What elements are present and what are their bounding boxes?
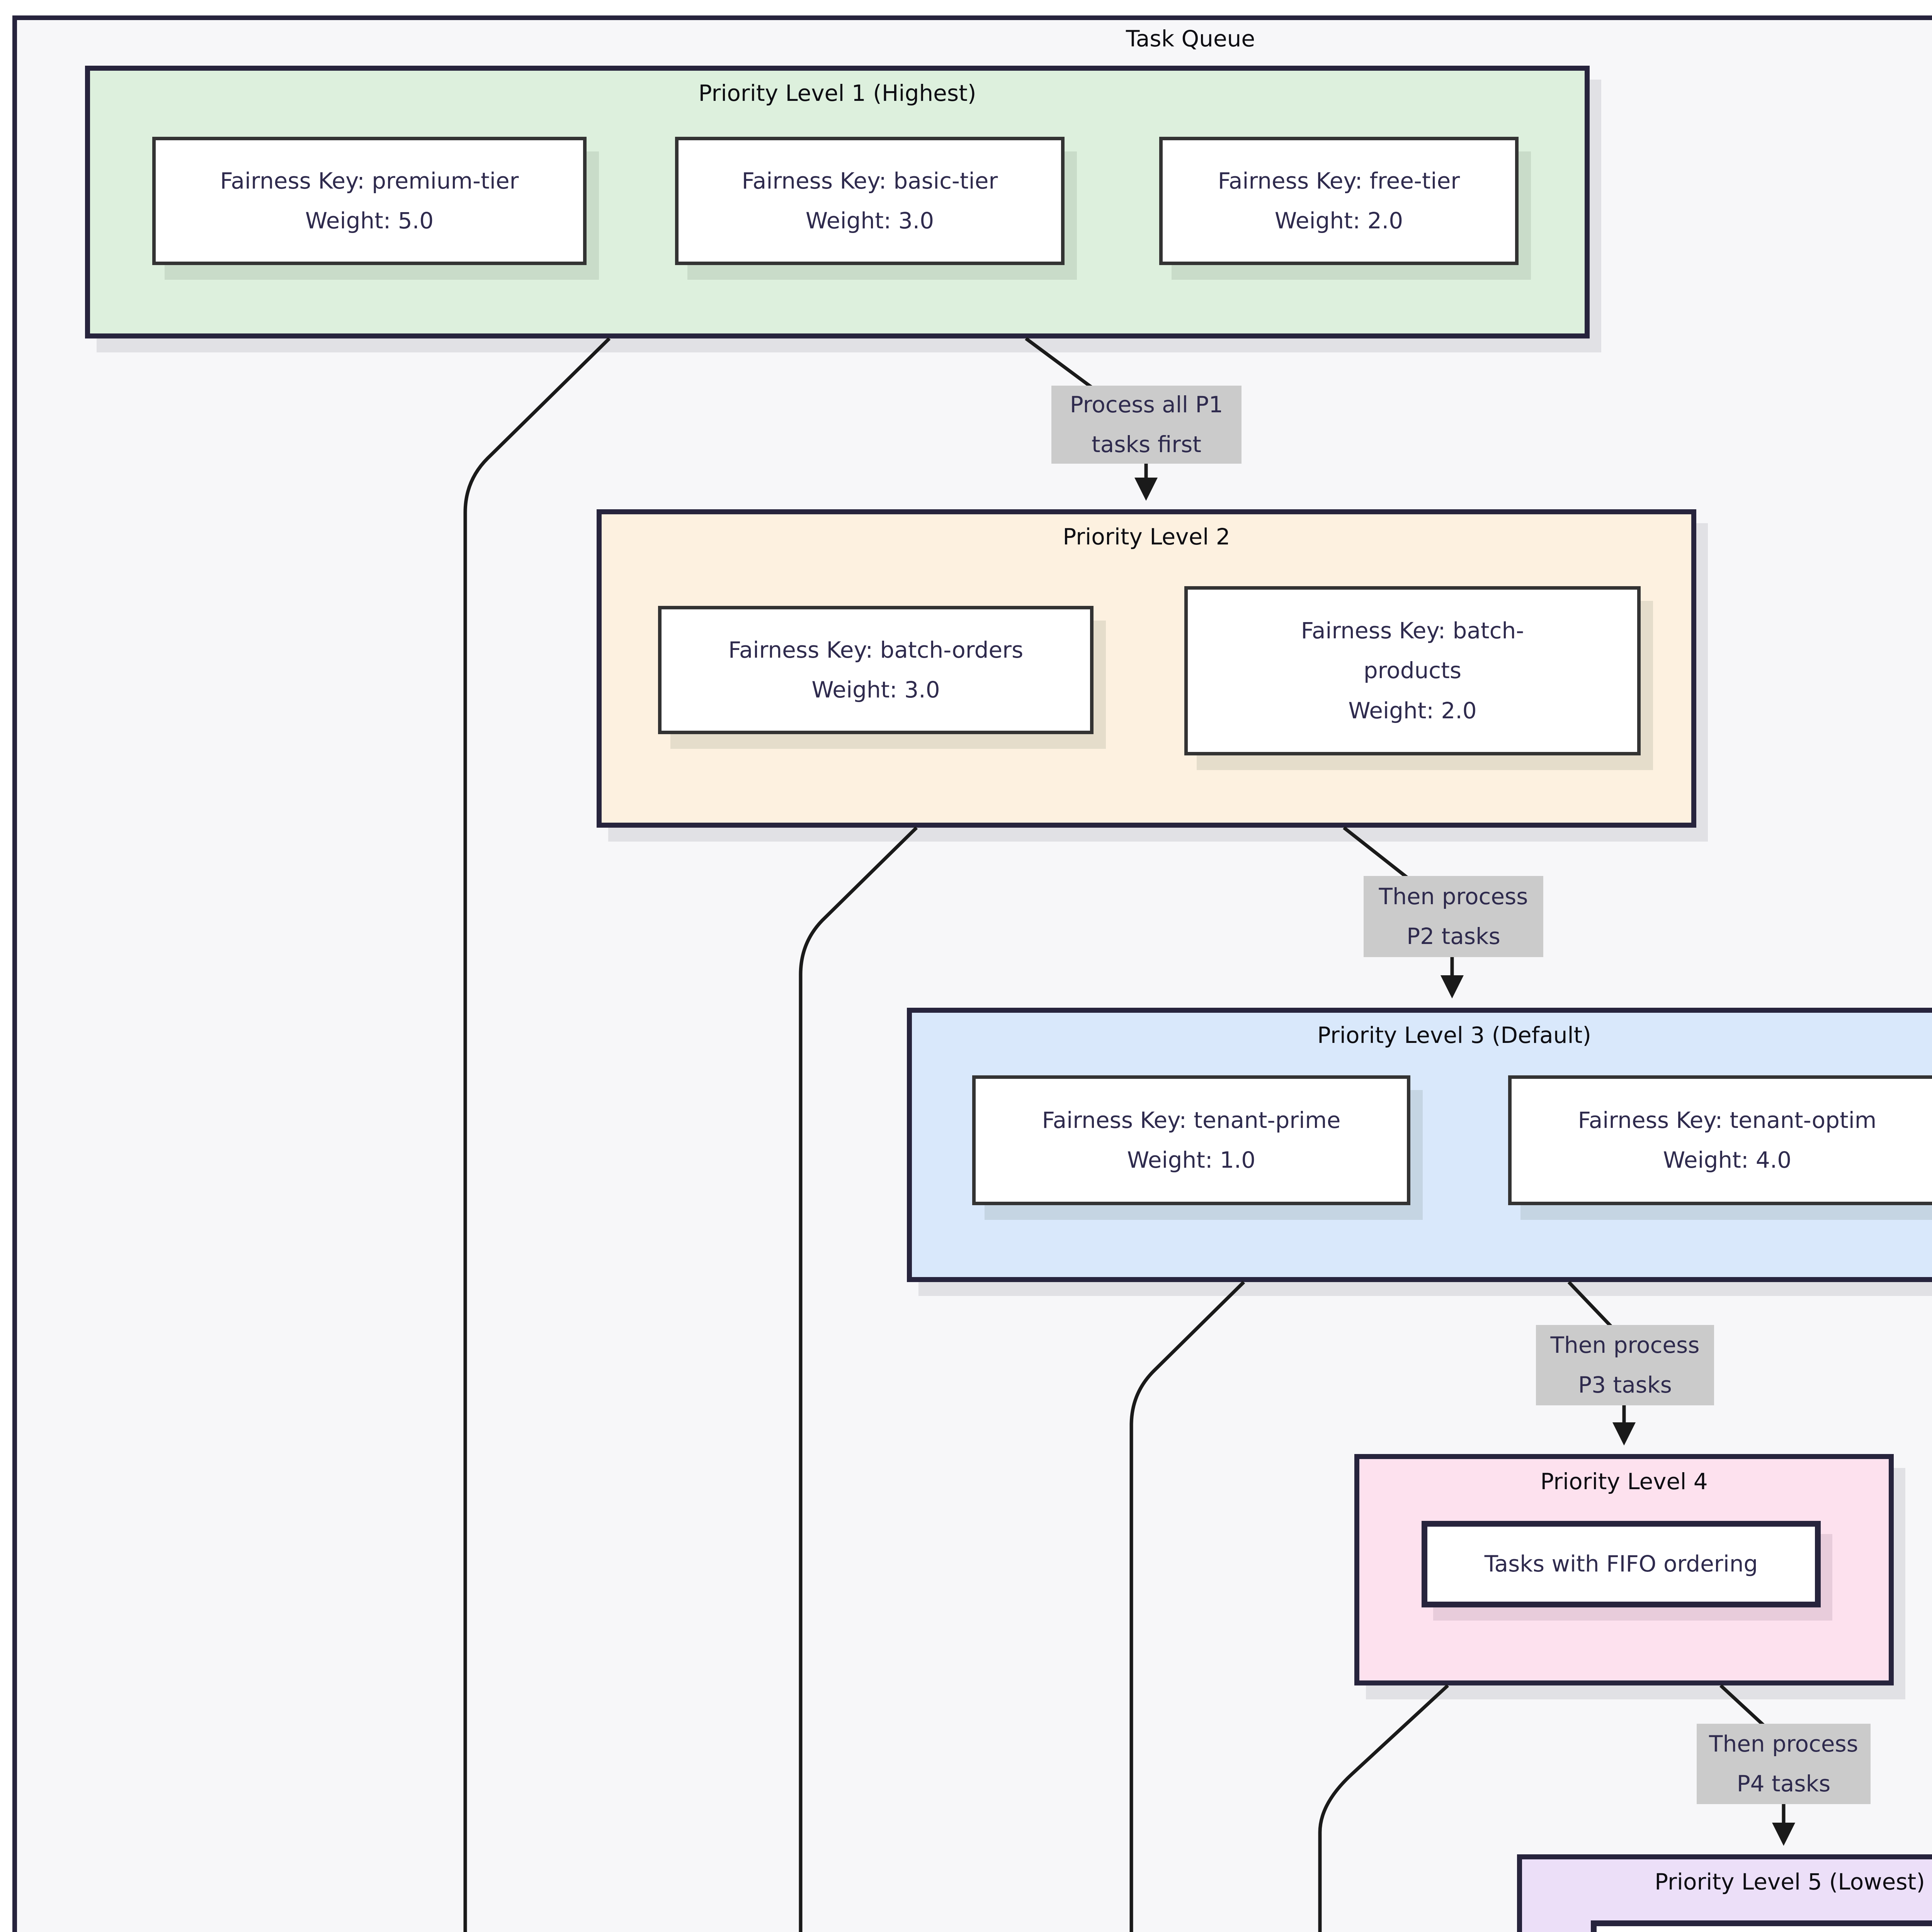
node-fifo-p5: Tasks with FIFO ordering — [1591, 1920, 1932, 1932]
node-line: Weight: 5.0 — [305, 207, 434, 234]
diagram-title: Task Queue — [1126, 26, 1255, 52]
edge-label-process-p2: Then process P2 tasks — [1364, 876, 1543, 957]
priority-level-1-title: Priority Level 1 (Highest) — [698, 80, 976, 106]
node-line: Fairness Key: basic-tier — [742, 167, 998, 194]
node-line: products — [1363, 657, 1462, 684]
node-line: Weight: 2.0 — [1348, 697, 1477, 724]
edge-label-process-p3: Then process P3 tasks — [1536, 1325, 1714, 1405]
priority-level-2-title: Priority Level 2 — [1063, 524, 1230, 550]
edge-label-line: Then process — [1550, 1332, 1700, 1358]
node-batch-products: Fairness Key: batch- products Weight: 2.… — [1184, 586, 1641, 755]
edge-label-process-p1: Process all P1 tasks first — [1051, 386, 1242, 464]
node-line: Weight: 1.0 — [1127, 1147, 1256, 1173]
edge-label-line: Then process — [1709, 1730, 1858, 1757]
node-premium-tier: Fairness Key: premium-tier Weight: 5.0 — [152, 137, 587, 265]
node-free-tier: Fairness Key: free-tier Weight: 2.0 — [1159, 137, 1519, 265]
edge-p1-to-workers — [463, 337, 611, 1932]
node-line: Weight: 2.0 — [1274, 207, 1403, 234]
edge-label-line: tasks first — [1091, 431, 1202, 457]
node-fifo-p4: Tasks with FIFO ordering — [1422, 1521, 1821, 1607]
node-line: Fairness Key: tenant-prime — [1042, 1107, 1341, 1133]
node-line: Fairness Key: free-tier — [1218, 167, 1460, 194]
node-line: Fairness Key: tenant-optim — [1578, 1107, 1877, 1133]
edge-label-line: P2 tasks — [1406, 923, 1500, 949]
node-basic-tier: Fairness Key: basic-tier Weight: 3.0 — [675, 137, 1065, 265]
edge-label-line: P3 tasks — [1578, 1372, 1672, 1398]
edge-label-line: Then process — [1379, 883, 1528, 910]
node-line: Fairness Key: batch-orders — [728, 636, 1024, 663]
node-batch-orders: Fairness Key: batch-orders Weight: 3.0 — [658, 606, 1094, 734]
edge-label-process-p4: Then process P4 tasks — [1697, 1724, 1871, 1804]
node-line: Weight: 3.0 — [811, 677, 940, 703]
edge-label-line: P4 tasks — [1736, 1770, 1831, 1797]
edge-p4-to-workers — [1318, 1684, 1449, 1932]
edge-p2-to-workers — [799, 826, 918, 1932]
priority-level-4-title: Priority Level 4 — [1540, 1468, 1708, 1495]
priority-level-5-title: Priority Level 5 (Lowest) — [1655, 1869, 1925, 1895]
node-tenant-prime: Fairness Key: tenant-prime Weight: 1.0 — [972, 1075, 1410, 1205]
edge-label-line: Process all P1 — [1070, 391, 1223, 418]
priority-level-5-group: Priority Level 5 (Lowest) — [1517, 1854, 1932, 1932]
node-line: Weight: 3.0 — [805, 207, 934, 234]
node-line: Weight: 4.0 — [1663, 1147, 1792, 1173]
node-tenant-optim: Fairness Key: tenant-optim Weight: 4.0 — [1508, 1075, 1932, 1205]
node-line: Tasks with FIFO ordering — [1484, 1551, 1758, 1577]
priority-level-3-title: Priority Level 3 (Default) — [1317, 1022, 1591, 1048]
edge-p3-to-workers — [1129, 1281, 1245, 1932]
node-line: Fairness Key: premium-tier — [220, 167, 519, 194]
node-line: Fairness Key: batch- — [1301, 617, 1524, 644]
